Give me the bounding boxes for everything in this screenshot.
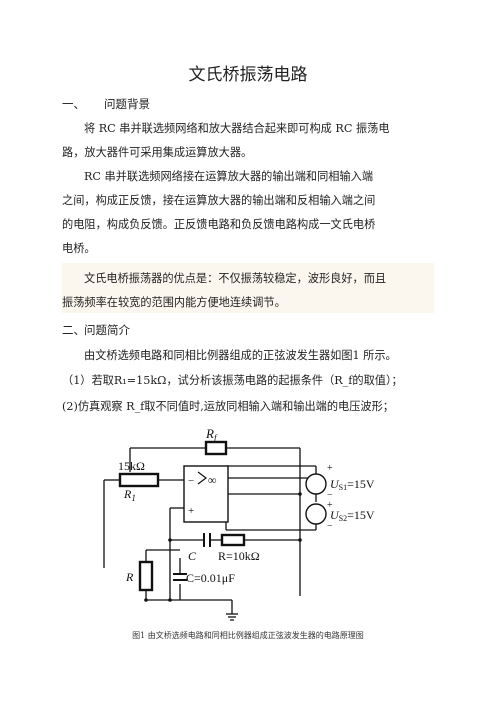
label-opamp-plus: + xyxy=(188,505,194,517)
label-rf: Rf xyxy=(205,426,218,443)
label-r-parallel: R xyxy=(125,570,134,584)
paragraph-1-line-1: 将 RC 串并联选频网络和放大器结合起来即可构成 RC 振荡电 xyxy=(84,122,390,135)
resistor-r1 xyxy=(118,472,160,488)
paragraph-2-line-2: 之间，构成正反馈，接在运算放大器的输出端和反相输入端之间 xyxy=(62,194,376,207)
paragraph-2-line-4: 电桥。 xyxy=(62,242,96,255)
section-1-title: 问题背景 xyxy=(104,97,150,111)
page-title: 文氏桥振荡电路 xyxy=(188,65,308,85)
label-opamp-infinity: ∞ xyxy=(208,473,217,487)
resistor-series-r xyxy=(220,533,246,547)
label-us1-plus: + xyxy=(327,463,333,474)
label-opamp-minus: − xyxy=(188,475,194,487)
op-amp-box xyxy=(183,465,229,523)
paragraph-2-line-3: 的电阻，构成负反馈。正反馈电路和负反馈电路构成一文氏电桥 xyxy=(62,218,376,231)
junction-dots xyxy=(144,492,302,602)
op-amp-triangle-icon xyxy=(197,471,207,485)
label-us2: US2=15V xyxy=(330,508,375,523)
voltage-source-us1-icon xyxy=(305,473,327,495)
section-2-number: 二、 xyxy=(62,323,85,337)
label-us2-plus: + xyxy=(327,500,333,511)
paragraph-3-line-1: 文氏电桥振荡器的优点是：不仅振荡较稳定，波形良好，而且 xyxy=(84,272,387,285)
paragraph-1-line-2: 路，放大器件可采用集成运算放大器。 xyxy=(62,146,253,159)
label-r1: R1 xyxy=(123,487,136,503)
section-2-title: 问题简介 xyxy=(84,323,130,337)
label-r-series: R=10kΩ xyxy=(218,549,260,563)
resistor-parallel-r xyxy=(138,560,154,592)
paragraph-4-line-2: （1）若取R₁=15kΩ，试分析该振荡电路的起振条件（R_f的取值）； xyxy=(62,374,403,387)
paragraph-4-line-3: (2)仿真观察 R_f取不同值时,运放同相输入端和输出端的电压波形； xyxy=(62,400,394,413)
paragraph-3-highlight xyxy=(62,263,434,313)
paragraph-4-line-1: 由文桥选频电路和同相比例器组成的正弦波发生器如图1 所示。 xyxy=(84,349,397,362)
label-c-parallel: C=0.01μF xyxy=(186,571,235,585)
voltage-source-us2-icon xyxy=(305,503,327,525)
resistor-rf xyxy=(204,440,228,456)
label-r1-value: 15kΩ xyxy=(118,459,145,473)
circuit-wires xyxy=(103,447,317,621)
label-us1-minus: − xyxy=(327,490,333,501)
paragraph-3-line-2: 振荡频率在较宽的范围内能方便地连续调节。 xyxy=(62,296,286,309)
label-us1: US1=15V xyxy=(330,477,375,492)
figure-caption: 图1 由文桥选频电路和同相比例器组成正弦波发生器的电路原理图 xyxy=(132,631,364,640)
label-us2-minus: − xyxy=(327,521,333,532)
label-c-series: C xyxy=(188,549,197,563)
section-1-number: 一、 xyxy=(62,97,85,111)
paragraph-2-line-1: RC 串并联选频网络接在运算放大器的输出端和同相输入端 xyxy=(84,170,374,183)
